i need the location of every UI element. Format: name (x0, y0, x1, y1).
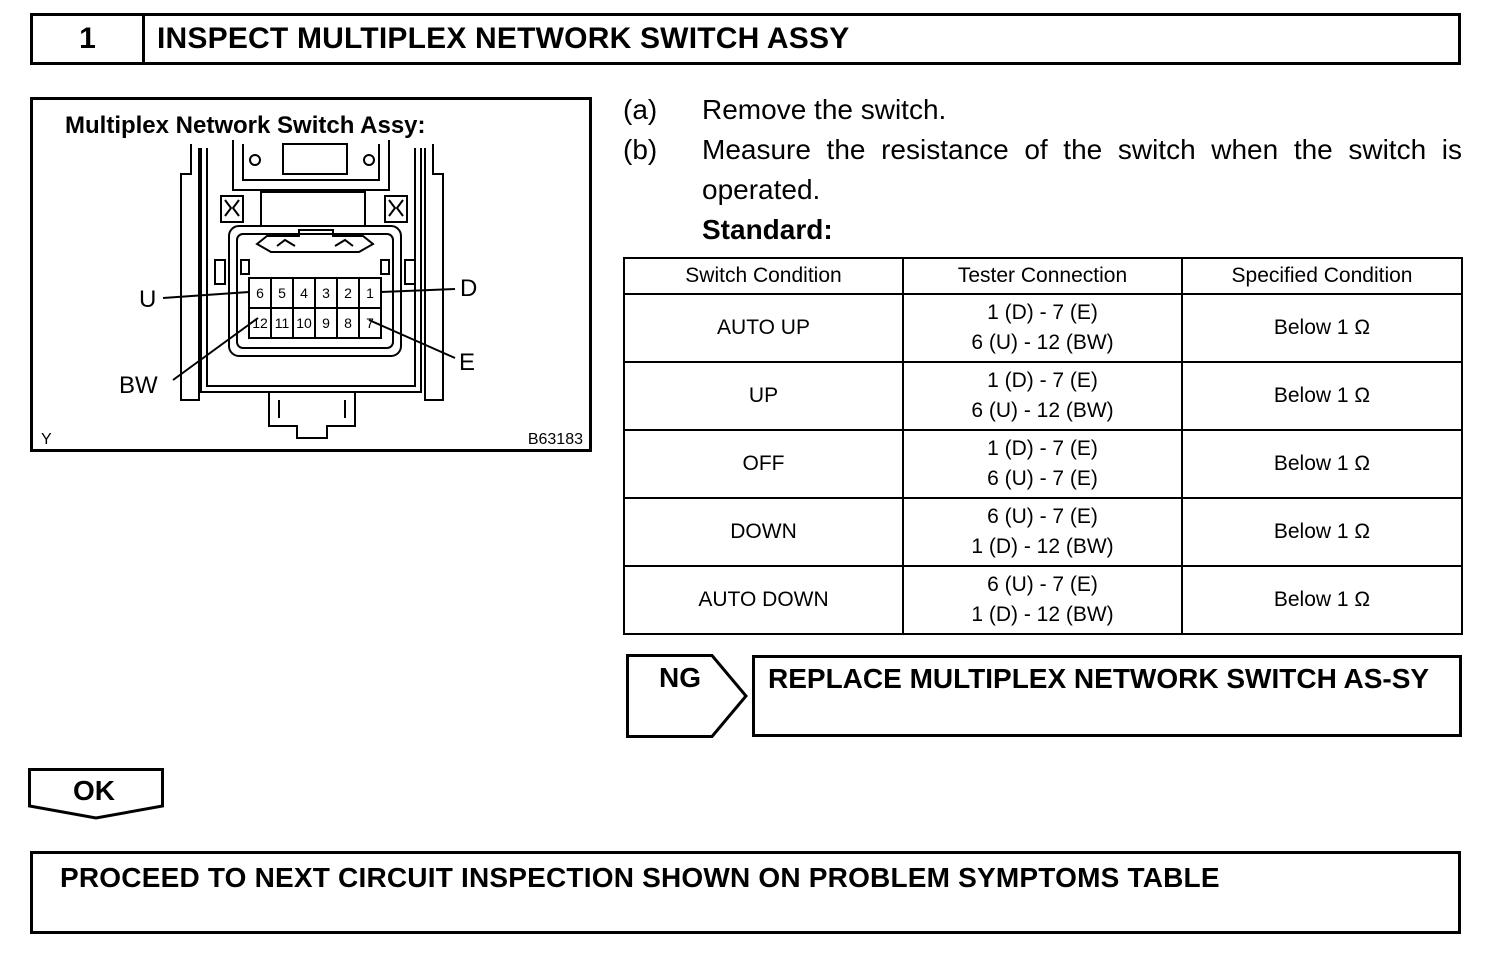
label-d: D (460, 275, 477, 302)
connection-line: 6 (U) - 7 (E) (987, 573, 1098, 596)
proceed-box: PROCEED TO NEXT CIRCUIT INSPECTION SHOWN… (30, 851, 1461, 934)
connection-line: 1 (D) - 12 (BW) (971, 603, 1114, 626)
label-e: E (459, 349, 475, 376)
switch-condition-cell: AUTO UP (623, 293, 904, 363)
connection-line: 1 (D) - 12 (BW) (971, 535, 1114, 558)
label-bw: BW (119, 372, 158, 399)
header-specified-condition: Specified Condition (1181, 257, 1463, 295)
pin-5-label: 5 (278, 285, 286, 301)
ok-arrow-shape (28, 768, 164, 820)
figure-caption: Multiplex Network Switch Assy: (65, 112, 426, 139)
switch-condition-cell: OFF (623, 429, 904, 499)
label-u: U (139, 286, 156, 313)
instruction-a-text: Remove the switch. (702, 94, 947, 125)
figure-code: B63183 (528, 431, 583, 448)
step-number: 1 (33, 16, 145, 62)
ng-result-text: REPLACE MULTIPLEX NETWORK SWITCH AS-SY (768, 663, 1430, 694)
pin-8-label: 8 (344, 315, 352, 331)
specified-condition-cell: Below 1 Ω (1181, 429, 1463, 499)
pin-10-label: 10 (296, 315, 312, 331)
instruction-b-letter: (b) (623, 134, 658, 165)
spec-table: Switch Condition Tester Connection Speci… (623, 257, 1463, 635)
step-header: 1 INSPECT MULTIPLEX NETWORK SWITCH ASSY (30, 13, 1461, 65)
connection-line: 1 (D) - 7 (E) (987, 437, 1098, 460)
specified-condition-cell: Below 1 Ω (1181, 293, 1463, 363)
table-row: AUTO DOWN 6 (U) - 7 (E) 1 (D) - 12 (BW) B… (623, 565, 1463, 635)
table-row: DOWN 6 (U) - 7 (E) 1 (D) - 12 (BW) Below … (623, 497, 1463, 567)
pin-7-label: 7 (366, 315, 374, 331)
connection-line: 1 (D) - 7 (E) (987, 301, 1098, 324)
switch-condition-cell: AUTO DOWN (623, 565, 904, 635)
ok-label: OK (73, 775, 115, 806)
tester-connection-cell: 1 (D) - 7 (E) 6 (U) - 7 (E) (902, 429, 1183, 499)
specified-condition-cell: Below 1 Ω (1181, 497, 1463, 567)
pin-1-label: 1 (366, 285, 374, 301)
ng-arrow-shape (626, 654, 748, 738)
pin-2-label: 2 (344, 285, 352, 301)
specified-condition-cell: Below 1 Ω (1181, 361, 1463, 431)
connection-line: 6 (U) - 12 (BW) (971, 331, 1114, 354)
instruction-b-text: Measure the resistance of the switch whe… (702, 134, 1462, 205)
specified-condition-cell: Below 1 Ω (1181, 565, 1463, 635)
ng-label: NG (659, 662, 701, 693)
ng-branch-box: NG (626, 654, 750, 738)
pin-9-label: 9 (322, 315, 330, 331)
table-header-row: Switch Condition Tester Connection Speci… (623, 257, 1463, 295)
connection-line: 1 (D) - 7 (E) (987, 369, 1098, 392)
pin-4-label: 4 (300, 285, 308, 301)
switch-condition-cell: DOWN (623, 497, 904, 567)
header-tester-connection: Tester Connection (902, 257, 1183, 295)
pin-12-label: 12 (252, 315, 268, 331)
tester-connection-cell: 6 (U) - 7 (E) 1 (D) - 12 (BW) (902, 497, 1183, 567)
connector-illustration: 6 5 4 3 2 1 12 11 10 9 8 7 Multiplex Net… (41, 110, 583, 448)
pin-11-label: 11 (275, 315, 290, 331)
connection-line: 6 (U) - 7 (E) (987, 505, 1098, 528)
pin-6-label: 6 (256, 285, 264, 301)
connection-line: 6 (U) - 12 (BW) (971, 399, 1114, 422)
tester-connection-cell: 1 (D) - 7 (E) 6 (U) - 12 (BW) (902, 293, 1183, 363)
table-row: OFF 1 (D) - 7 (E) 6 (U) - 7 (E) Below 1 Ω (623, 429, 1463, 499)
table-row: UP 1 (D) - 7 (E) 6 (U) - 12 (BW) Below 1 … (623, 361, 1463, 431)
connector-figure: 6 5 4 3 2 1 12 11 10 9 8 7 Multiplex Net… (30, 97, 592, 452)
ok-branch-box: OK (28, 768, 166, 820)
switch-condition-cell: UP (623, 361, 904, 431)
ng-result-box: REPLACE MULTIPLEX NETWORK SWITCH AS-SY (752, 655, 1462, 737)
instruction-a-letter: (a) (623, 94, 658, 125)
standard-label: Standard: (702, 214, 833, 245)
step-title: INSPECT MULTIPLEX NETWORK SWITCH ASSY (157, 22, 850, 55)
header-switch-condition: Switch Condition (623, 257, 904, 295)
proceed-text: PROCEED TO NEXT CIRCUIT INSPECTION SHOWN… (60, 862, 1220, 893)
tester-connection-cell: 6 (U) - 7 (E) 1 (D) - 12 (BW) (902, 565, 1183, 635)
pin-3-label: 3 (322, 285, 330, 301)
tester-connection-cell: 1 (D) - 7 (E) 6 (U) - 12 (BW) (902, 361, 1183, 431)
figure-code-left: Y (41, 431, 52, 448)
connection-line: 6 (U) - 7 (E) (987, 467, 1098, 490)
table-row: AUTO UP 1 (D) - 7 (E) 6 (U) - 12 (BW) Bel… (623, 293, 1463, 363)
